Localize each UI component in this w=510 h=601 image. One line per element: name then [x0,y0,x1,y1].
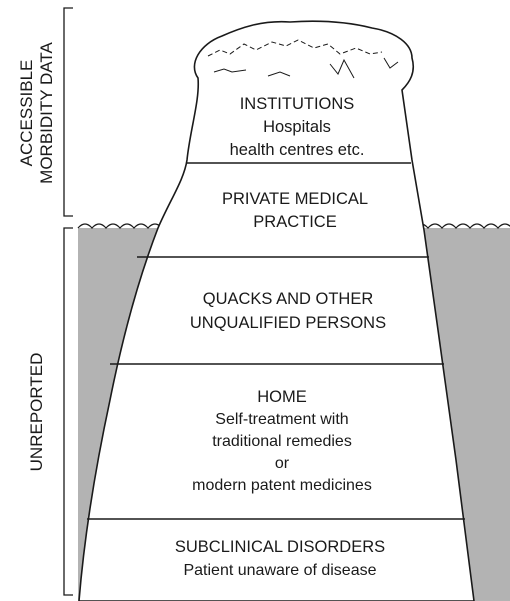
unreported-label: UNREPORTED [27,353,46,472]
bracket-accessible [63,7,73,217]
layer-home-line: modern patent medicines [192,477,372,494]
layer-subclinical-line: Patient unaware of disease [183,562,376,579]
layer-home-line: or [275,455,290,472]
layer-home-line: Self-treatment with [215,411,348,428]
layer-institutions-title: INSTITUTIONS [240,95,355,113]
layer-quacks-title: QUACKS AND OTHER [203,290,374,308]
layer-private-title: PRIVATE MEDICAL [222,190,368,208]
layer-institutions-line: Hospitals [263,118,331,136]
iceberg-top-cracks [213,57,399,79]
layer-subclinical-title: SUBCLINICAL DISORDERS [175,538,385,556]
accessible-label-group: ACCESSIBLE MORBIDITY DATA [17,42,56,184]
layer-home-line: traditional remedies [212,433,352,450]
layer-institutions-line: health centres etc. [230,141,365,159]
layer-quacks-line: UNQUALIFIED PERSONS [190,314,386,332]
unreported-label-group: UNREPORTED [27,353,46,472]
iceberg-top-texture [207,39,383,57]
layer-private-line: PRACTICE [253,213,336,231]
bracket-unreported [63,227,73,596]
accessible-label-line1: ACCESSIBLE [17,60,36,167]
layer-home-title: HOME [257,388,307,406]
iceberg-body [78,20,475,601]
accessible-label-line2: MORBIDITY DATA [37,42,56,184]
